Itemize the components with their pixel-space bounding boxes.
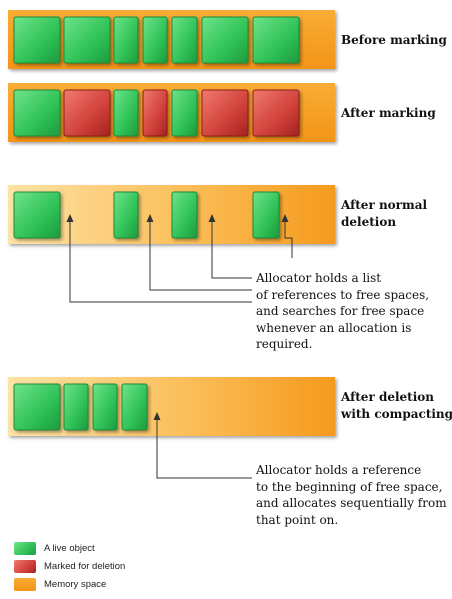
object-5 (92, 383, 118, 431)
object-4 (142, 16, 168, 64)
label-line: After normal (341, 198, 428, 212)
note-free-list: Allocator holds a list of references to … (256, 270, 429, 353)
object-3 (113, 191, 139, 239)
object-6 (121, 383, 148, 431)
label-line: deletion (341, 215, 397, 229)
label-line: with compacting (341, 407, 452, 421)
arrowhead-1 (66, 214, 74, 222)
object-6 (252, 191, 280, 239)
arrowhead-4 (281, 214, 289, 222)
legend-label-marked: Marked for deletion (44, 561, 126, 572)
arrowhead-2 (146, 214, 154, 222)
object-1 (13, 89, 61, 137)
note-line: that point on. (256, 512, 339, 527)
note-line: to the beginning of free space, (256, 479, 443, 494)
legend-label-live: A live object (44, 543, 95, 554)
connector-free-space-start (156, 420, 252, 479)
object-6 (201, 89, 249, 137)
legend-label-memory: Memory space (44, 579, 107, 590)
objects-before-marking (13, 16, 300, 64)
object-7 (252, 16, 300, 64)
legend-swatch-live (14, 542, 36, 555)
legend-swatch-marked (14, 560, 36, 573)
object-3 (113, 89, 139, 137)
memory-space-after-compacting (8, 377, 335, 436)
arrowhead-compact (153, 412, 161, 420)
legend-swatch-memory (14, 578, 36, 591)
objects-after-marking (13, 89, 300, 137)
note-line: Allocator holds a reference (256, 463, 422, 477)
note-line: and allocates sequentially from (256, 496, 447, 510)
label-after-normal-deletion: After normal deletion (341, 197, 427, 231)
note-line: of references to free spaces, (256, 287, 430, 302)
object-1 (13, 191, 61, 239)
connector-free-space-2 (149, 222, 252, 291)
objects-after-normal-deletion (13, 191, 280, 239)
object-1 (13, 16, 61, 64)
note-compacting: Allocator holds a reference to the begin… (256, 462, 447, 528)
object-2 (63, 16, 111, 64)
label-after-marking: After marking (341, 106, 436, 120)
note-line: and searches for free space (256, 304, 425, 318)
connector-free-space-3 (211, 222, 252, 279)
free-list-arrowheads (66, 214, 289, 222)
compacting-connector (153, 412, 252, 479)
label-after-compacting: After deletion with compacting (341, 389, 452, 423)
note-line: whenever an allocation is (256, 320, 412, 335)
objects-after-compacting (13, 383, 148, 431)
connector-free-space-4 (284, 222, 293, 258)
object-5 (171, 16, 198, 64)
object-2 (63, 89, 111, 137)
free-list-connectors (69, 222, 293, 303)
object-5 (171, 191, 198, 239)
arrowhead-3 (208, 214, 216, 222)
connector-free-space-1 (69, 222, 252, 303)
object-3 (113, 16, 139, 64)
note-line: required. (256, 337, 313, 351)
label-line: After deletion (341, 390, 434, 404)
label-before-marking: Before marking (341, 33, 447, 47)
object-7 (252, 89, 300, 137)
note-line: Allocator holds a list (256, 271, 382, 285)
object-6 (201, 16, 249, 64)
object-1 (13, 383, 61, 431)
object-5 (171, 89, 198, 137)
object-3 (63, 383, 89, 431)
object-4 (142, 89, 168, 137)
